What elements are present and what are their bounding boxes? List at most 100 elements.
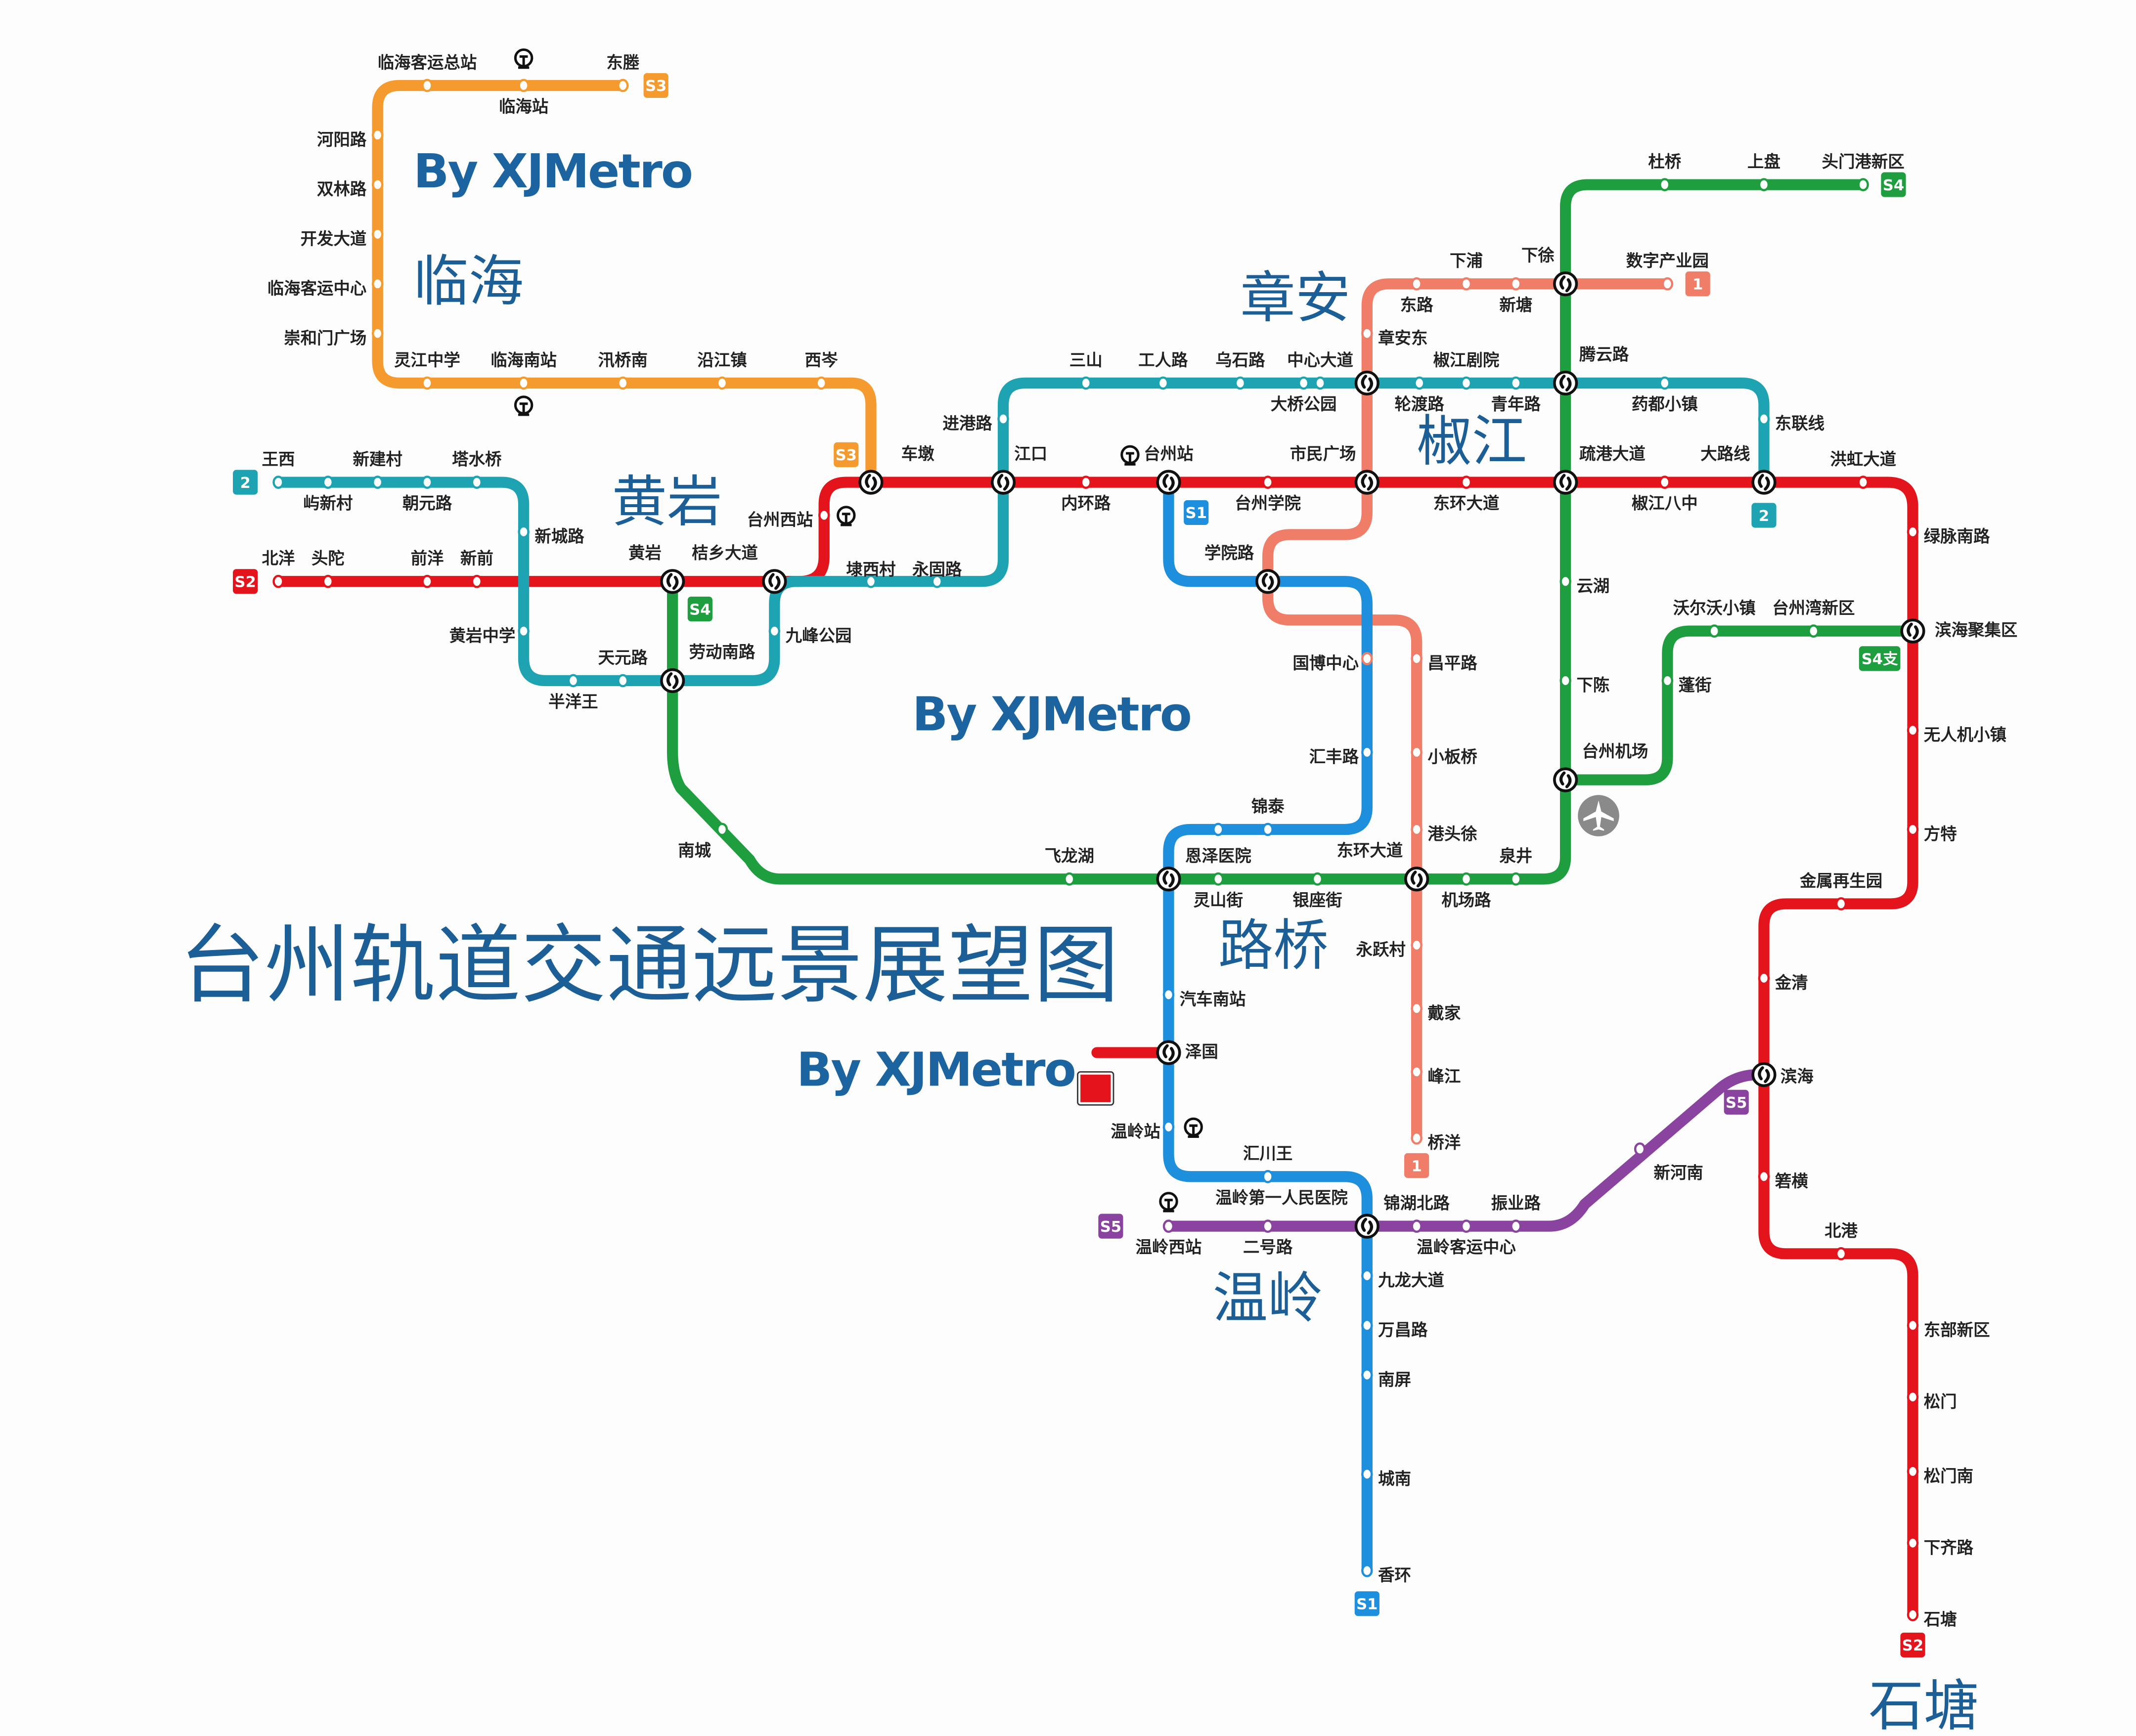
station-s2-14[interactable] <box>1907 525 1919 539</box>
transfer-station[interactable] <box>1354 470 1380 495</box>
station-l2-7[interactable] <box>567 674 579 688</box>
line-badge-S2[interactable]: S2 <box>1900 1632 1925 1658</box>
station-l1-3[interactable] <box>1460 277 1472 291</box>
station-s3-12[interactable] <box>815 376 827 390</box>
station-s1-13[interactable] <box>1361 1564 1373 1577</box>
station-l1-4[interactable] <box>1411 277 1423 291</box>
station-l2-26[interactable] <box>1758 412 1770 426</box>
station-s3-1[interactable] <box>518 79 530 92</box>
transfer-station[interactable] <box>1156 1040 1181 1065</box>
station-l1-8[interactable] <box>1411 651 1423 665</box>
station-s2-27[interactable] <box>1907 1608 1919 1621</box>
station-s2-22[interactable] <box>1835 1247 1847 1260</box>
station-s2-26[interactable] <box>1907 1536 1919 1550</box>
station-s2-19[interactable] <box>1758 971 1770 985</box>
station-s2-21[interactable] <box>1758 1170 1770 1183</box>
station-s4b-2[interactable] <box>1661 674 1674 688</box>
station-l2-8[interactable] <box>617 674 629 688</box>
station-s1-1[interactable] <box>1262 823 1274 836</box>
station-l2-13[interactable] <box>931 574 943 588</box>
line-badge-2[interactable]: 2 <box>1751 503 1777 528</box>
station-l2-0[interactable] <box>272 476 284 489</box>
line-badge-S4[interactable]: S4 <box>687 596 712 622</box>
transfer-station[interactable] <box>1751 1062 1777 1087</box>
station-s2-3[interactable] <box>471 574 483 588</box>
station-s4-10[interactable] <box>1064 872 1075 886</box>
station-s5-5[interactable] <box>1634 1142 1646 1156</box>
station-l2-4[interactable] <box>471 476 483 489</box>
station-s4b-0[interactable] <box>1708 624 1720 638</box>
station-s4-3[interactable] <box>1559 574 1571 588</box>
station-s1-6[interactable] <box>1162 1120 1175 1134</box>
station-s4-0[interactable] <box>1659 178 1671 191</box>
station-l1-5[interactable] <box>1361 327 1373 340</box>
station-l1-0[interactable] <box>1661 277 1674 291</box>
transfer-station[interactable] <box>1156 867 1181 892</box>
station-s2-10[interactable] <box>1460 476 1472 489</box>
station-s1-9[interactable] <box>1361 1269 1373 1283</box>
line-badge-S4支[interactable]: S4支 <box>1859 646 1901 671</box>
station-s2-25[interactable] <box>1907 1465 1919 1478</box>
station-s4-4[interactable] <box>1559 674 1571 688</box>
station-s4b-1[interactable] <box>1808 624 1820 638</box>
line-badge-1[interactable]: 1 <box>1685 271 1710 297</box>
station-l2-19[interactable] <box>1314 376 1326 390</box>
station-s4-7[interactable] <box>1460 872 1472 886</box>
station-l1-12[interactable] <box>1411 1001 1423 1015</box>
station-s2-6[interactable] <box>1080 476 1092 489</box>
station-s2-5[interactable] <box>818 509 830 522</box>
station-l1-9[interactable] <box>1411 745 1423 759</box>
transfer-station[interactable] <box>1404 867 1429 892</box>
station-l2-21[interactable] <box>1414 376 1425 390</box>
station-l2-6[interactable] <box>518 624 530 638</box>
station-s2-13[interactable] <box>1857 476 1869 489</box>
station-l2-25[interactable] <box>1659 376 1671 390</box>
station-s5-1[interactable] <box>1262 1219 1274 1233</box>
transfer-station[interactable] <box>1354 1214 1380 1239</box>
line-badge-S4[interactable]: S4 <box>1881 172 1906 197</box>
station-s2-0[interactable] <box>272 574 284 588</box>
station-s4-11[interactable] <box>716 823 728 836</box>
station-s5-2[interactable] <box>1411 1219 1423 1233</box>
station-s1-4[interactable] <box>1162 988 1175 1001</box>
station-s2-12[interactable] <box>1659 476 1671 489</box>
station-l2-2[interactable] <box>371 476 384 489</box>
station-s2-24[interactable] <box>1907 1390 1919 1404</box>
transfer-station[interactable] <box>1553 470 1578 495</box>
station-s3-2[interactable] <box>617 79 629 92</box>
line-badge-S2[interactable]: S2 <box>233 569 258 594</box>
station-s3-11[interactable] <box>716 376 728 390</box>
transfer-station[interactable] <box>1900 618 1925 644</box>
line-badge-S3[interactable]: S3 <box>643 73 668 98</box>
station-l2-22[interactable] <box>1460 376 1472 390</box>
station-l1-2[interactable] <box>1510 277 1522 291</box>
line-badge-S1[interactable]: S1 <box>1354 1591 1380 1616</box>
transfer-station[interactable] <box>1553 271 1578 297</box>
station-s3-6[interactable] <box>371 277 384 291</box>
station-s2-23[interactable] <box>1907 1318 1919 1332</box>
station-l2-18[interactable] <box>1234 376 1246 390</box>
station-l1-14[interactable] <box>1411 1131 1423 1145</box>
transfer-station[interactable] <box>1553 370 1578 396</box>
station-s1-7[interactable] <box>1262 1170 1274 1183</box>
line-badge-S5[interactable]: S5 <box>1724 1089 1749 1115</box>
station-l2-10[interactable] <box>768 624 781 638</box>
line-badge-2[interactable]: 2 <box>233 470 258 495</box>
station-s2-17[interactable] <box>1907 823 1919 836</box>
line-badge-S3[interactable]: S3 <box>834 442 859 467</box>
station-l1-13[interactable] <box>1411 1065 1423 1079</box>
station-s4-2[interactable] <box>1857 178 1869 191</box>
station-s1-12[interactable] <box>1361 1467 1373 1481</box>
station-s4-1[interactable] <box>1758 178 1770 191</box>
station-s3-5[interactable] <box>371 227 384 241</box>
transfer-station[interactable] <box>762 569 787 594</box>
station-s3-3[interactable] <box>371 128 384 142</box>
line-badge-1[interactable]: 1 <box>1404 1153 1429 1178</box>
transfer-station[interactable] <box>1553 767 1578 792</box>
station-s3-0[interactable] <box>421 79 433 92</box>
station-l1-11[interactable] <box>1411 938 1423 952</box>
station-l2-23[interactable] <box>1510 376 1522 390</box>
transfer-station[interactable] <box>660 668 685 694</box>
station-s2-16[interactable] <box>1907 723 1919 737</box>
station-s1-10[interactable] <box>1361 1318 1373 1332</box>
